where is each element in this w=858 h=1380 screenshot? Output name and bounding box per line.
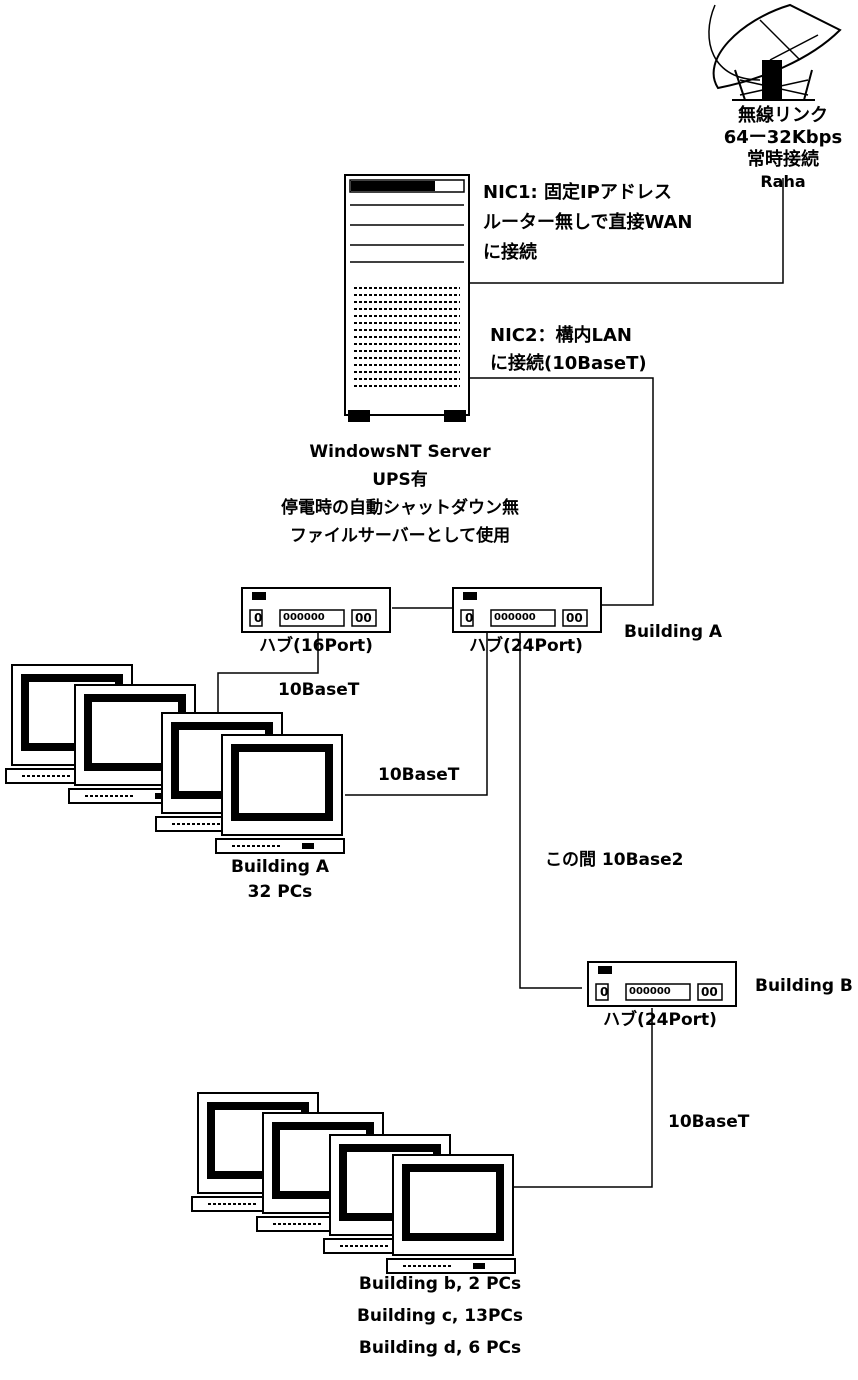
building-a-pcs-line-1: Building A bbox=[230, 857, 330, 877]
link-10baset-label-2: 10BaseT bbox=[378, 765, 460, 785]
server-label: WindowsNT Server UPS有 停電時の自動シャットダウン無 ファイ… bbox=[235, 438, 565, 550]
pc-icon bbox=[387, 1155, 515, 1273]
server-line-2: UPS有 bbox=[372, 470, 428, 490]
wireless-line-4: Raha bbox=[760, 172, 806, 191]
wireless-line-1: 無線リンク bbox=[738, 105, 828, 126]
building-bcd-pcs-line-1: Building b, 2 PCs bbox=[358, 1274, 522, 1294]
hub24b-port-single: 0 bbox=[600, 985, 609, 999]
hub16-port-row: 000000 bbox=[283, 612, 325, 623]
hub24a-port-row: 000000 bbox=[494, 612, 536, 623]
nic1-label: NIC1: 固定IPアドレス ルーター無しで直接WAN に接続 bbox=[483, 178, 693, 268]
hub24a-port-single: 0 bbox=[465, 611, 474, 625]
building-b-label: Building B bbox=[755, 976, 853, 996]
nic1-line-3: に接続 bbox=[483, 242, 537, 263]
building-a-label: Building A bbox=[624, 622, 723, 642]
pc-icon bbox=[216, 735, 344, 853]
hub-24port-b-label: ハブ(24Port) bbox=[603, 1010, 717, 1030]
hub16-port-pair: 00 bbox=[355, 611, 372, 625]
hub-24port-a-label: ハブ(24Port) bbox=[469, 636, 583, 656]
building-bcd-pcs-label: Building b, 2 PCs Building c, 13PCs Buil… bbox=[330, 1268, 550, 1364]
nic1-line-2: ルーター無しで直接WAN bbox=[483, 212, 693, 233]
server-tower-icon bbox=[344, 174, 470, 422]
connection-lines bbox=[217, 178, 784, 1188]
satellite-dish-icon bbox=[708, 3, 842, 101]
hub-16port-label: ハブ(16Port) bbox=[259, 636, 373, 656]
nic1-line-1: NIC1: 固定IPアドレス bbox=[483, 182, 672, 203]
nic2-line-1: NIC2：構内LAN bbox=[490, 325, 632, 346]
server-line-1: WindowsNT Server bbox=[309, 442, 491, 462]
wireless-line-3: 常時接続 bbox=[747, 149, 819, 170]
nic2-line-2: に接続(10BaseT) bbox=[490, 353, 647, 374]
hub24a-port-pair: 00 bbox=[566, 611, 583, 625]
building-bcd-pcs-line-3: Building d, 6 PCs bbox=[358, 1338, 522, 1358]
building-bcd-pcs-line-2: Building c, 13PCs bbox=[356, 1306, 524, 1326]
link-10base2-label: この間 10Base2 bbox=[545, 850, 684, 870]
building-a-pcs-line-2: 32 PCs bbox=[247, 882, 313, 902]
wireless-line-2: 64ー32Kbps bbox=[723, 127, 843, 148]
nic2-label: NIC2：構内LAN に接続(10BaseT) bbox=[490, 322, 647, 378]
link-10baset-label-1: 10BaseT bbox=[278, 680, 360, 700]
pc-group-building-bcd bbox=[192, 1093, 515, 1273]
hub24b-port-row: 000000 bbox=[629, 986, 671, 997]
hub16-port-single: 0 bbox=[254, 611, 263, 625]
wireless-link-label: 無線リンク 64ー32Kbps 常時接続 Raha bbox=[710, 105, 856, 193]
link-10baset-label-3: 10BaseT bbox=[668, 1112, 750, 1132]
hub24b-port-pair: 00 bbox=[701, 985, 718, 999]
building-a-pcs-label: Building A 32 PCs bbox=[190, 855, 370, 905]
server-line-4: ファイルサーバーとして使用 bbox=[289, 526, 511, 546]
server-line-3: 停電時の自動シャットダウン無 bbox=[281, 498, 519, 518]
